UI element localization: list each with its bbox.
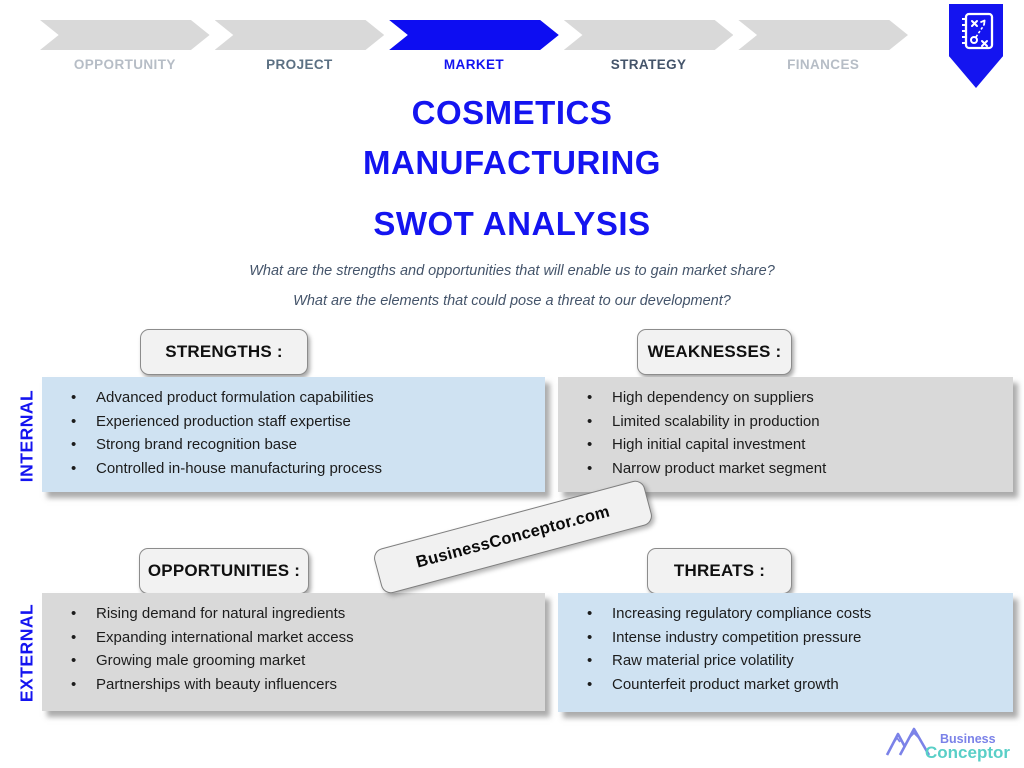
step-arrow-finances[interactable] (738, 20, 908, 50)
guiding-question-1: What are the strengths and opportunities… (249, 263, 775, 279)
list-item: Rising demand for natural ingredients (42, 602, 541, 626)
step-label-strategy[interactable]: STRATEGY (610, 57, 687, 72)
threats-panel: Increasing regulatory compliance costs I… (558, 593, 1013, 712)
list-item: Experienced production staff expertise (42, 410, 541, 434)
list-item: Advanced product formulation capabilitie… (42, 386, 541, 410)
brand-word-conceptor: Conceptor (925, 743, 1010, 762)
list-item: Limited scalability in production (558, 410, 1009, 434)
page-subtitle: SWOT ANALYSIS (373, 205, 651, 242)
list-item: Growing male grooming market (42, 649, 541, 673)
mountains-icon (883, 723, 941, 764)
title-block: COSMETICS MANUFACTURING SWOT ANALYSIS (0, 88, 1024, 244)
axis-label-internal: INTERNAL (16, 389, 37, 483)
list-item: Strong brand recognition base (42, 433, 541, 457)
step-label-project[interactable]: PROJECT (266, 57, 333, 72)
list-item: Partnerships with beauty influencers (42, 673, 541, 697)
list-item: Narrow product market segment (558, 457, 1009, 481)
list-item: High dependency on suppliers (558, 386, 1009, 410)
corner-pennant-badge (949, 4, 1003, 88)
strengths-list: Advanced product formulation capabilitie… (42, 377, 545, 480)
strengths-panel: Advanced product formulation capabilitie… (42, 377, 545, 492)
step-arrow-market[interactable] (389, 20, 559, 50)
step-arrow-opportunity[interactable] (40, 20, 210, 50)
threats-list: Increasing regulatory compliance costs I… (558, 593, 1013, 696)
threats-header: THREATS : (647, 548, 792, 594)
opportunities-list: Rising demand for natural ingredients Ex… (42, 593, 545, 696)
list-item: Controlled in-house manufacturing proces… (42, 457, 541, 481)
list-item: Raw material price volatility (558, 649, 1009, 673)
list-item: Expanding international market access (42, 626, 541, 650)
watermark-ribbon: BusinessConceptor.com (371, 478, 655, 596)
stepper-labels: OPPORTUNITY PROJECT MARKET STRATEGY FINA… (40, 57, 908, 72)
weaknesses-header: WEAKNESSES : (637, 329, 792, 375)
stepper-arrows (40, 20, 908, 50)
step-label-finances[interactable]: FINANCES (787, 57, 860, 72)
step-arrow-project[interactable] (214, 20, 385, 50)
list-item: Counterfeit product market growth (558, 673, 1009, 697)
list-item: High initial capital investment (558, 433, 1009, 457)
list-item: Increasing regulatory compliance costs (558, 602, 1009, 626)
step-arrow-strategy[interactable] (563, 20, 734, 50)
brand-word-business: Business (940, 732, 996, 746)
strategy-playbook-icon (957, 4, 995, 88)
page-title: COSMETICS MANUFACTURING (363, 94, 661, 181)
guiding-question-2: What are the elements that could pose a … (293, 293, 731, 309)
opportunities-header: OPPORTUNITIES : (139, 548, 309, 594)
axis-label-external: EXTERNAL (16, 603, 37, 703)
strengths-header: STRENGTHS : (140, 329, 308, 375)
process-stepper: OPPORTUNITY PROJECT MARKET STRATEGY FINA… (40, 20, 908, 72)
weaknesses-panel: High dependency on suppliers Limited sca… (558, 377, 1013, 492)
watermark-text: BusinessConceptor.com (414, 501, 612, 572)
step-label-opportunity[interactable]: OPPORTUNITY (73, 57, 176, 72)
brand-logo-text: Business Conceptor (925, 733, 1010, 764)
opportunities-panel: Rising demand for natural ingredients Ex… (42, 593, 545, 711)
list-item: Intense industry competition pressure (558, 626, 1009, 650)
brand-logo: Business Conceptor (883, 723, 1010, 764)
step-label-market[interactable]: MARKET (443, 57, 505, 72)
weaknesses-list: High dependency on suppliers Limited sca… (558, 377, 1013, 480)
